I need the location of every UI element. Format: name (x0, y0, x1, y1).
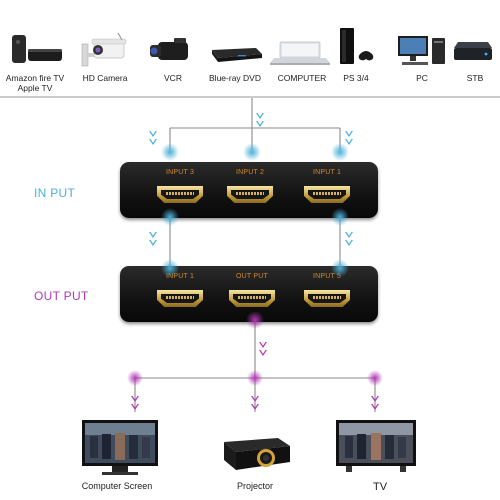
amazon-fire-tv-icon (12, 35, 62, 63)
output-section-label: OUT PUT (34, 289, 89, 303)
desktop-pc-icon (398, 36, 445, 65)
source-label-pc: PC (416, 73, 428, 83)
source-label-amazon: Amazon fire TV Apple TV (5, 73, 65, 93)
laptop-icon (270, 41, 330, 65)
port-label: INPUT 2 (235, 169, 265, 176)
port-label: INPUT 1 (165, 273, 195, 280)
input-arrows (149, 113, 353, 246)
output-panel-port-out: OUT PUT (221, 273, 283, 317)
source-label-vcr: VCR (164, 73, 182, 83)
port-label: INPUT 5 (312, 273, 342, 280)
source-label-stb: STB (466, 73, 484, 83)
hdmi-switch-output-panel: INPUT 1 OUT PUT INPUT 5 (120, 266, 378, 322)
source-label-bluray: Blue-ray DVD (209, 73, 261, 83)
input-port-1: INPUT 1 (296, 169, 358, 213)
port-label: OUT PUT (236, 273, 268, 280)
output-label-tv: TV (372, 481, 388, 493)
monitor-icon (82, 420, 158, 475)
output-panel-port-5: INPUT 5 (296, 273, 358, 317)
cctv-camera-icon (81, 32, 127, 67)
input-port-2: INPUT 2 (219, 169, 281, 213)
set-top-box-icon (454, 42, 492, 60)
port-label: INPUT 1 (312, 169, 342, 176)
bluray-player-icon (212, 48, 262, 62)
hdmi-switch-input-panel: INPUT 3 INPUT 2 INPUT 1 (120, 162, 378, 218)
output-label-computer-screen: Computer Screen (81, 481, 153, 491)
video-camera-icon (150, 38, 188, 60)
source-label-computer: COMPUTER (277, 73, 327, 83)
input-bracket (169, 98, 341, 268)
tv-icon (336, 420, 416, 472)
output-label-projector: Projector (236, 481, 273, 491)
output-arrows (131, 342, 379, 410)
input-port-3: INPUT 3 (149, 169, 211, 213)
source-label-hd-camera: HD Camera (82, 73, 128, 83)
port-label: INPUT 3 (165, 169, 195, 176)
output-panel-port-1: INPUT 1 (149, 273, 211, 317)
source-label-ps: PS 3/4 (343, 73, 369, 83)
input-section-label: IN PUT (34, 186, 76, 200)
projector-icon (224, 438, 290, 470)
game-console-icon (340, 28, 374, 64)
output-tree (134, 320, 376, 412)
